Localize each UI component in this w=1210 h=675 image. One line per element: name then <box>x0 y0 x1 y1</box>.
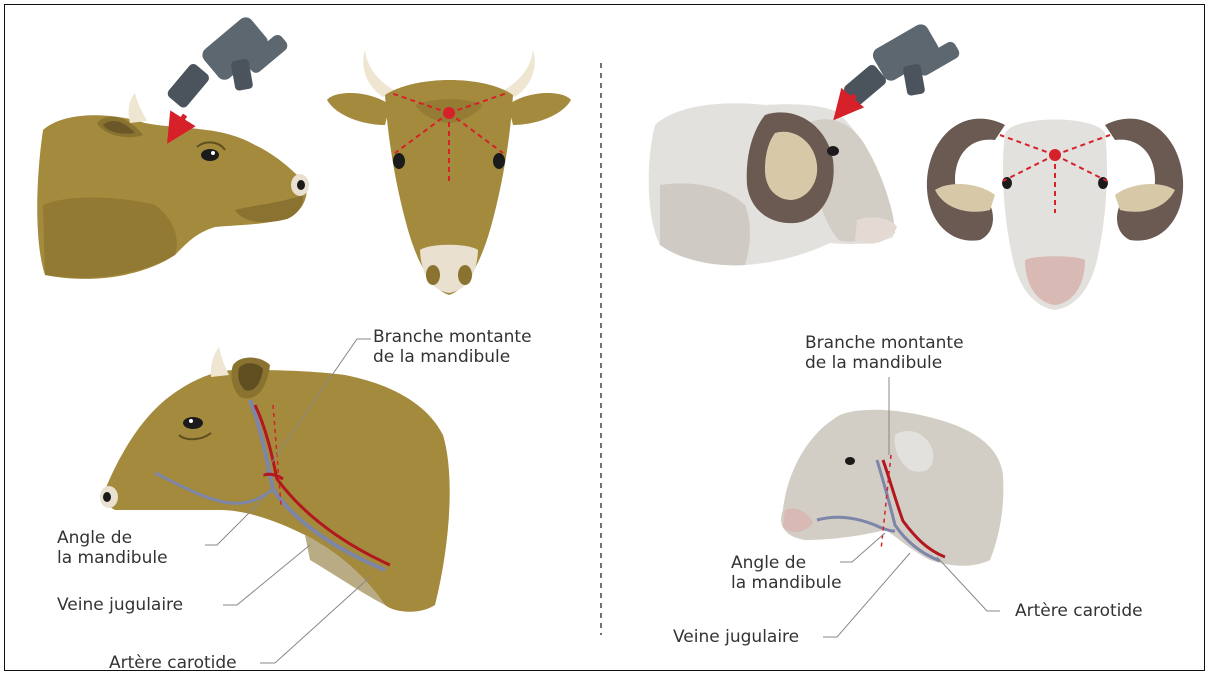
sheep-large-head <box>781 377 1003 566</box>
target-dot-icon <box>1049 149 1061 161</box>
sheep-front-head <box>927 119 1183 310</box>
sheep-label-veine-jugulaire: Veine jugulaire <box>673 627 799 647</box>
sheep-side-head <box>649 103 897 265</box>
captive-bolt-pistol-icon <box>842 21 961 107</box>
cow-label-artere-carotide: Artère carotide <box>109 653 237 671</box>
cow-side-head <box>37 93 309 279</box>
cow-label-veine-jugulaire: Veine jugulaire <box>57 595 183 615</box>
cow-label-angle-mandibule: Angle de la mandibule <box>57 528 168 568</box>
sheep-label-branche-montante: Branche montante de la mandibule <box>805 333 964 373</box>
cow-label-branche-montante: Branche montante de la mandibule <box>373 327 532 367</box>
cow-large-head <box>100 347 450 612</box>
captive-bolt-pistol-icon <box>166 14 290 109</box>
cow-front-head <box>327 50 571 295</box>
diagram-frame: Branche montante de la mandibule Angle d… <box>4 4 1205 671</box>
sheep-label-artere-carotide: Artère carotide <box>1015 601 1143 621</box>
sheep-label-angle-mandibule: Angle de la mandibule <box>731 553 842 593</box>
diagram-artwork <box>5 5 1205 671</box>
target-dot-icon <box>443 107 455 119</box>
